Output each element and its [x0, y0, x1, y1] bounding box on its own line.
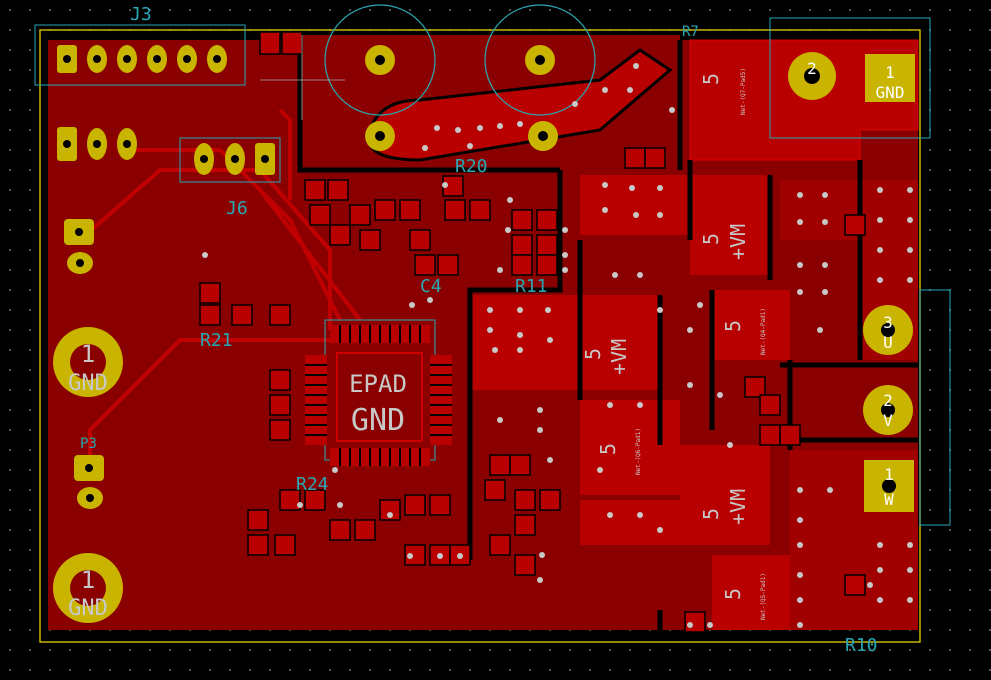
pad-number-gnd-bottom: 1 — [81, 566, 95, 594]
mosfet-bottom-vm: +VM — [726, 489, 750, 525]
pad-number-terminal-2: 2 — [807, 59, 817, 78]
ic-epad-label: EPAD — [349, 370, 407, 398]
ref-r21: R21 — [200, 330, 233, 351]
connector-outline-right — [919, 289, 951, 526]
terminal-top-2[interactable] — [788, 52, 836, 100]
mosfet-q6-net: Net-(Q6-Pad1) — [635, 428, 642, 475]
ref-r20: R20 — [455, 156, 488, 177]
header-j3[interactable] — [34, 24, 246, 86]
smd-pads[interactable] — [199, 31, 866, 633]
mount-hole-gnd-top[interactable] — [53, 327, 123, 397]
mosfet-mid-vm: +VM — [607, 339, 631, 375]
mosfet-mid-pin: 5 — [581, 348, 605, 360]
copper-zone-vm-mid[interactable] — [470, 295, 660, 390]
clearance-channels — [297, 40, 918, 630]
net-label-u: U — [883, 333, 893, 352]
ref-p3: P3 — [80, 436, 97, 452]
terminal-gnd-1[interactable] — [865, 54, 915, 102]
vias — [202, 63, 913, 628]
header-3pin-left[interactable] — [57, 127, 137, 161]
mosfet-top-pin: 5 — [699, 233, 723, 245]
pad-number-w: 1 — [884, 465, 894, 484]
ref-r7: R7 — [682, 24, 699, 40]
mosfet-q4-pin: 5 — [721, 320, 745, 332]
mosfet-top-vm: +VM — [726, 224, 750, 260]
header-j6[interactable] — [179, 137, 281, 183]
terminal-w[interactable] — [864, 460, 914, 512]
pad-number-gnd-top: 1 — [81, 340, 95, 368]
ref-r10: R10 — [845, 635, 878, 656]
mosfet-bottom-pin: 5 — [699, 508, 723, 520]
ref-c4: C4 — [420, 276, 442, 297]
pad-number-top-gnd: 1 — [885, 63, 895, 82]
mosfet-q4-net: Net-(Q4-Pad1) — [760, 308, 767, 355]
ref-j6: J6 — [226, 198, 248, 219]
ic-qfn[interactable] — [305, 319, 452, 466]
mosfet-q5-net: Net-(Q5-Pad1) — [760, 573, 767, 620]
pad-number-u: 3 — [883, 313, 893, 332]
capacitor-outline-right — [484, 4, 596, 116]
copper-zone-q5[interactable] — [712, 555, 790, 630]
ref-r11: R11 — [515, 276, 548, 297]
copper-zone-q6[interactable] — [580, 400, 680, 495]
connector-outline-top — [769, 17, 931, 139]
terminal-u[interactable] — [863, 305, 913, 355]
net-label-w: W — [884, 490, 894, 509]
copper-zone-q4[interactable] — [712, 290, 790, 360]
connector-2pin-lower[interactable] — [74, 455, 104, 509]
connector-2pin-left[interactable] — [64, 219, 94, 274]
crosshair-cursor — [260, 35, 345, 120]
ref-j3: J3 — [130, 4, 152, 25]
mosfet-q5-pin: 5 — [721, 588, 745, 600]
ic-epad-gnd-label: GND — [351, 403, 405, 438]
copper-zone-vm-bottom[interactable] — [580, 445, 770, 545]
net-label-gnd-terminal: GND — [876, 83, 905, 102]
net-label-gnd-bottom: GND — [68, 596, 108, 621]
mosfet-q6-pin: 5 — [596, 443, 620, 455]
capacitor-outline-left — [324, 4, 436, 116]
pad-number-v: 2 — [883, 391, 893, 410]
terminal-v[interactable] — [863, 385, 913, 435]
mount-hole-gnd-bottom[interactable] — [53, 553, 123, 623]
ref-r24: R24 — [296, 474, 329, 495]
mosfet-q7-pin: 5 — [699, 73, 723, 85]
copper-zone-vm-top[interactable] — [580, 175, 770, 275]
mosfet-q7-net: Net-(Q7-Pad5) — [740, 68, 747, 115]
net-label-v: V — [883, 411, 893, 430]
net-label-gnd-top: GND — [68, 371, 108, 396]
